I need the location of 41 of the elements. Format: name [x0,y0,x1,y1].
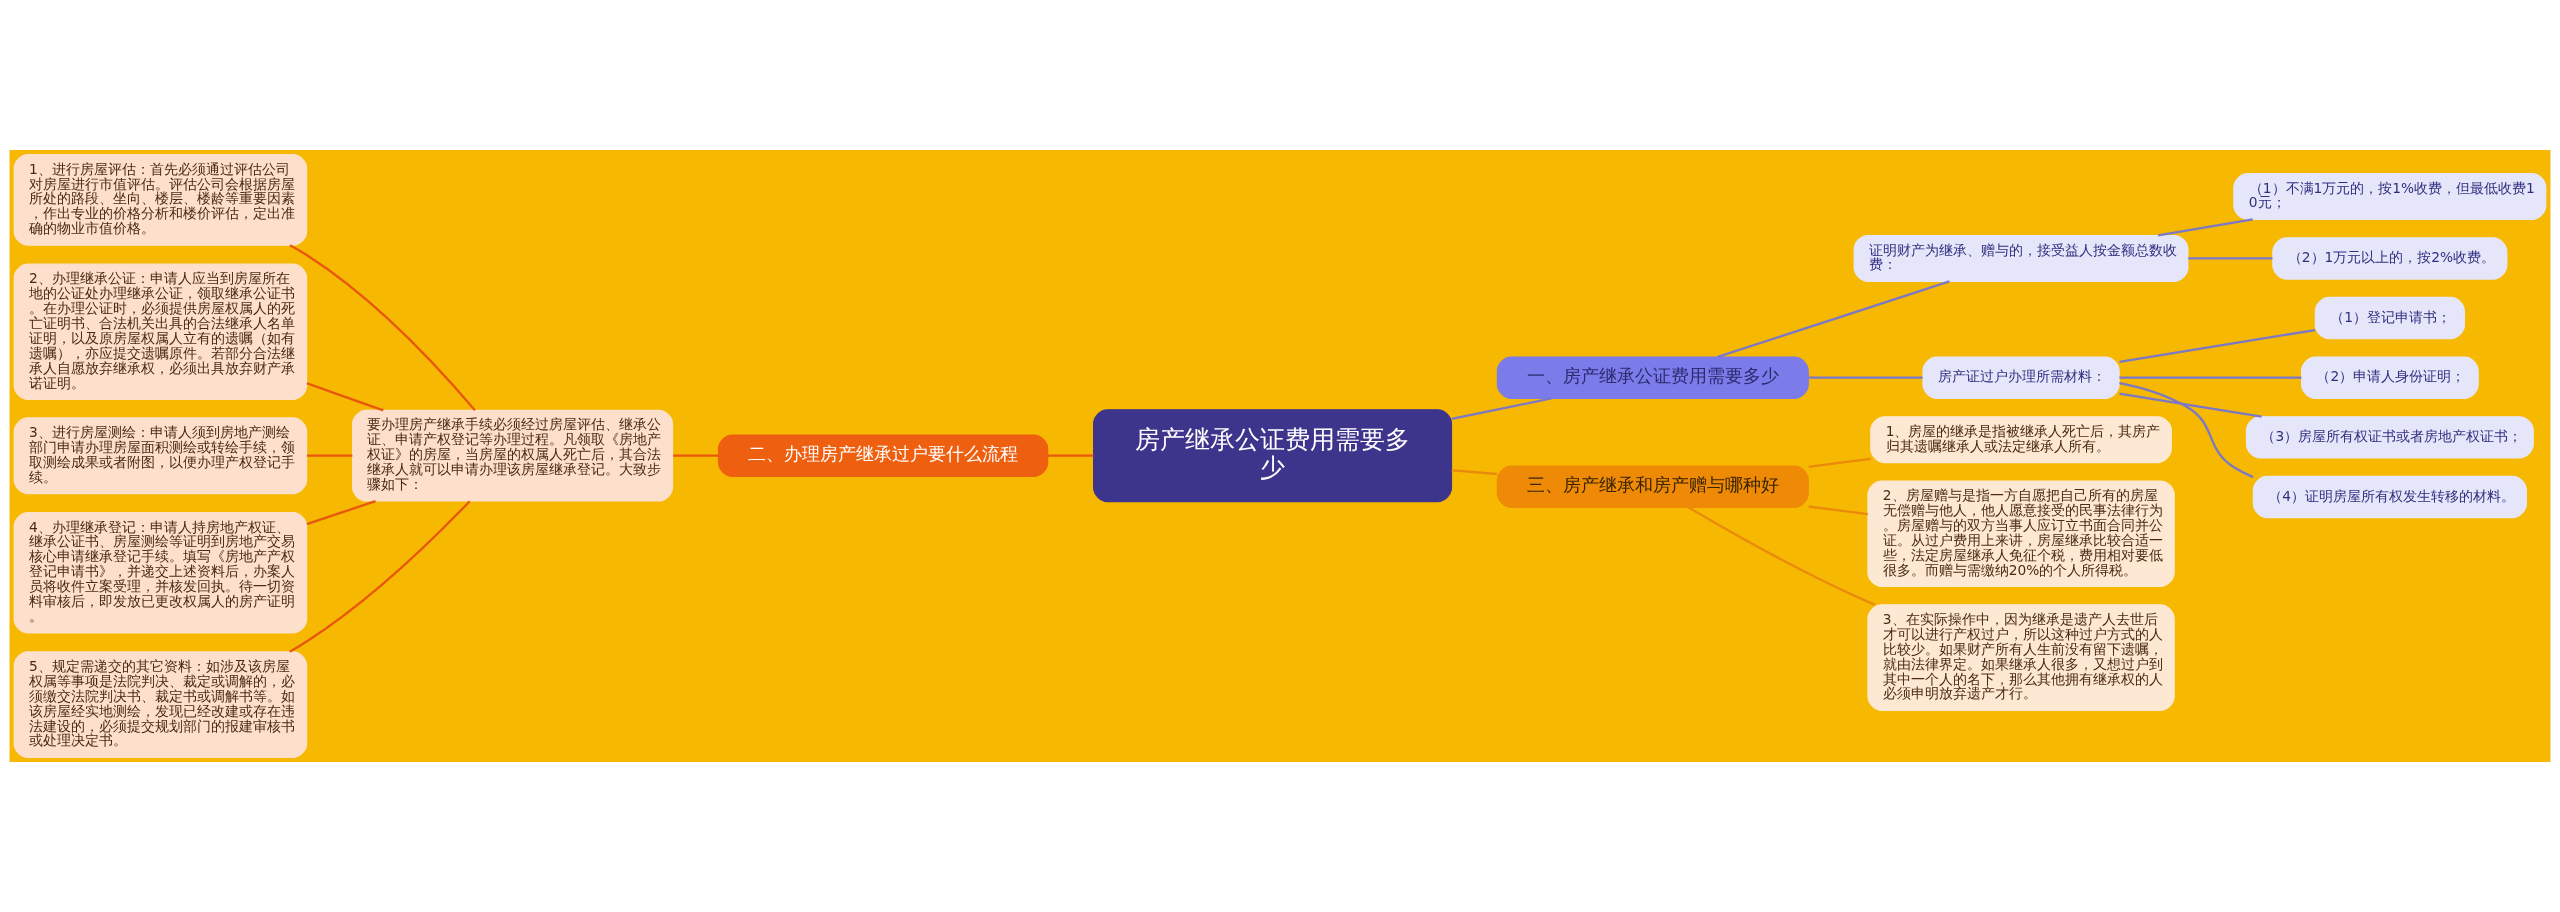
node-box: 二、办理房产继承过户要什么流程 [717,434,1049,477]
connector [2119,381,2254,479]
node-box: 3、在实际操作中，因为继承是遗产人去世后才可以进行产权过户，所以这种过户方式的人比较少。如果财产所有人生前没有留下遗嘱，就由法律界定。如果继承人很多，又想过户到其中一个人的名下，那么其他拥有继承权的人必须申明放弃遗产才行。 [1867,604,2175,711]
connector [1808,457,1871,468]
node-box: 3、进行房屋测绘：申请人须到房地产测绘部门申请办理房屋面积测绘或转绘手续，领取测绘成果或者附图，以便办理产权登记手续。 [13,417,308,495]
node-box: 一、房产继承公证费用需要多少 [1496,356,1809,399]
connector [2119,328,2316,363]
connector [306,454,353,457]
node-box: 证明财产为继承、赠与的，接受益人按金额总数收费： [1853,234,2189,282]
connector [289,500,471,653]
node-box: 5、规定需递交的其它资料：如涉及该房屋权属等事项是法院判决、裁定或调解的，必须缴交法院判决书、裁定书或调解书等。如该房屋经实地测绘，发现已经改建或存在违法建设的，必须提交规划部门的报建审核书或处理决定书。 [13,651,308,758]
node-box: 三、房产继承和房产赠与哪种好 [1496,465,1809,508]
connector [1808,376,1923,379]
node-box: 1、房屋的继承是指被继承人死亡后，其房产归其遗嘱继承人或法定继承人所有。 [1870,416,2172,464]
node-box: 1、进行房屋评估：首先必须通过评估公司对房屋进行市值评估。评估公司会根据房屋所处的路段、坐向、楼层、楼龄等重要因素，作出专业的价格分析和楼价评估，定出准确的物业市值价格。 [13,154,308,246]
connector [1717,280,1950,358]
node-box: 房产证过户办理所需材料： [1922,356,2120,399]
node-box: （4）证明房屋所有权发生转移的材料。 [2252,475,2527,519]
connector [2188,257,2273,260]
node-box: （2）申请人身份证明； [2300,356,2479,399]
connector [1808,505,1868,516]
connector [1451,469,1497,476]
connector [2119,392,2262,418]
connector [1688,506,1876,606]
node-box: （1）登记申请书； [2314,296,2465,340]
node-box: 4、办理继承登记：申请人持房地产权证、继承公证书、房屋测绘等证明到房地产交易核心申请继承登记手续。填写《房地产产权登记申请书》，并递交上述资料后，办案人员将收件立案受理，并核发回执。待一切资料审核后，即发放已更改权属人的房产证明。 [13,511,308,634]
connector [2119,376,2302,379]
node-box: 2、房屋赠与是指一方自愿把自己所有的房屋无偿赠与他人，他人愿意接受的民事法律行为。房屋赠与的双方当事人应订立书面合同并公证。从过户费用上来讲，房屋继承比较合适一些，法定房屋继承人免征个税，费用相对要低很多。而赠与需缴纳20%的个人所得税。 [1867,480,2175,588]
node-box: 房产继承公证费用需要多少 [1093,409,1453,503]
node-box: （3）房屋所有权证书或者房地产权证书； [2245,416,2534,459]
connector [1451,397,1552,421]
node-box: （2）1万元以上的，按2%收费。 [2272,237,2508,280]
node-box: 2、办理继承公证：申请人应当到房屋所在地的公证处办理继承公证，领取继承公证书。在办理公证时，必须提供房屋权属人的死亡证明书、合法机关出具的合法继承人名单证明，以及原房屋权属人立有的遗嘱（如有遗嘱），亦应提交遗嘱原件。若部分合法继承人自愿放弃继承权，必须出具放弃财产承诺证明。 [13,263,308,401]
connector [1047,454,1094,457]
connector [306,382,384,412]
connector [673,454,719,457]
node-box: （1）不满1万元的，按1%收费，但最低收费10元； [2233,172,2547,220]
connector [306,500,376,526]
connector [2157,218,2253,237]
connector [289,244,476,412]
node-box: 要办理房产继承手续必须经过房屋评估、继承公证、申请产权登记等办理过程。凡领取《房地产权证》的房屋，当房屋的权属人死亡后，其合法继承人就可以申请办理该房屋继承登记。大致步骤如下： [351,409,674,502]
